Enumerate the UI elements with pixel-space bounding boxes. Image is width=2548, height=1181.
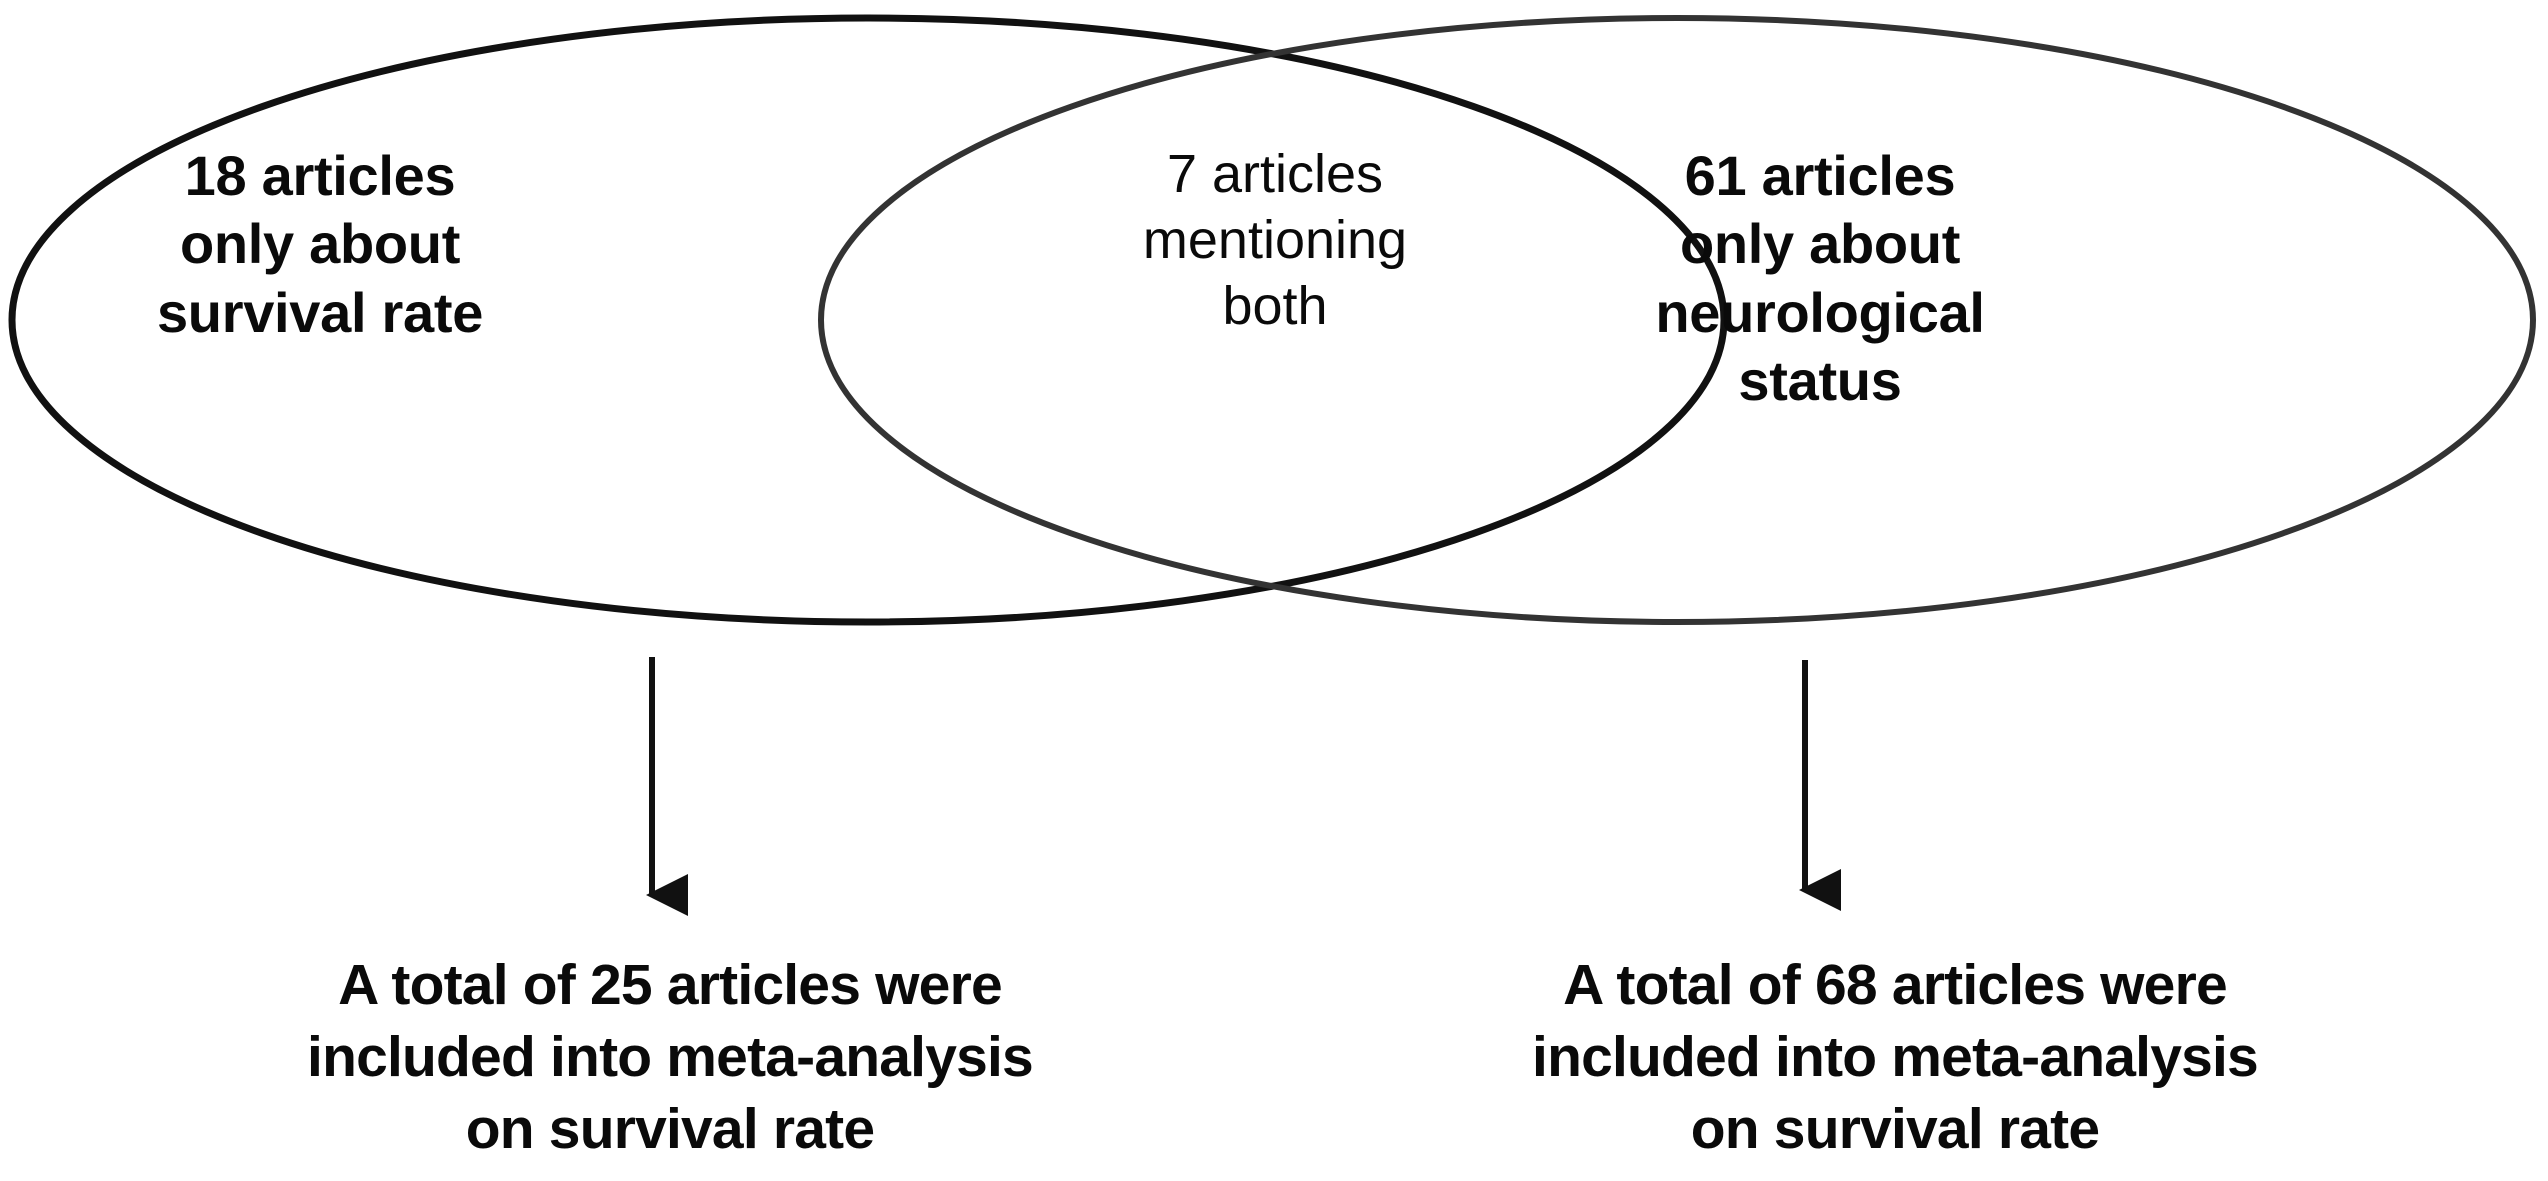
right-set-ellipse — [818, 15, 2536, 625]
summary-right-neurological-status: A total of 68 articles were included int… — [1532, 953, 2259, 1161]
summary-left-survival-rate: A total of 25 articles were included int… — [307, 953, 1034, 1161]
left-set-ellipse — [8, 14, 1728, 626]
left-set-label: 18 articles only about survival rate — [156, 144, 484, 344]
intersection-label: 7 articles mentioning both — [1142, 144, 1408, 336]
right-set-label: 61 articles only about neurological stat… — [1655, 144, 1985, 412]
